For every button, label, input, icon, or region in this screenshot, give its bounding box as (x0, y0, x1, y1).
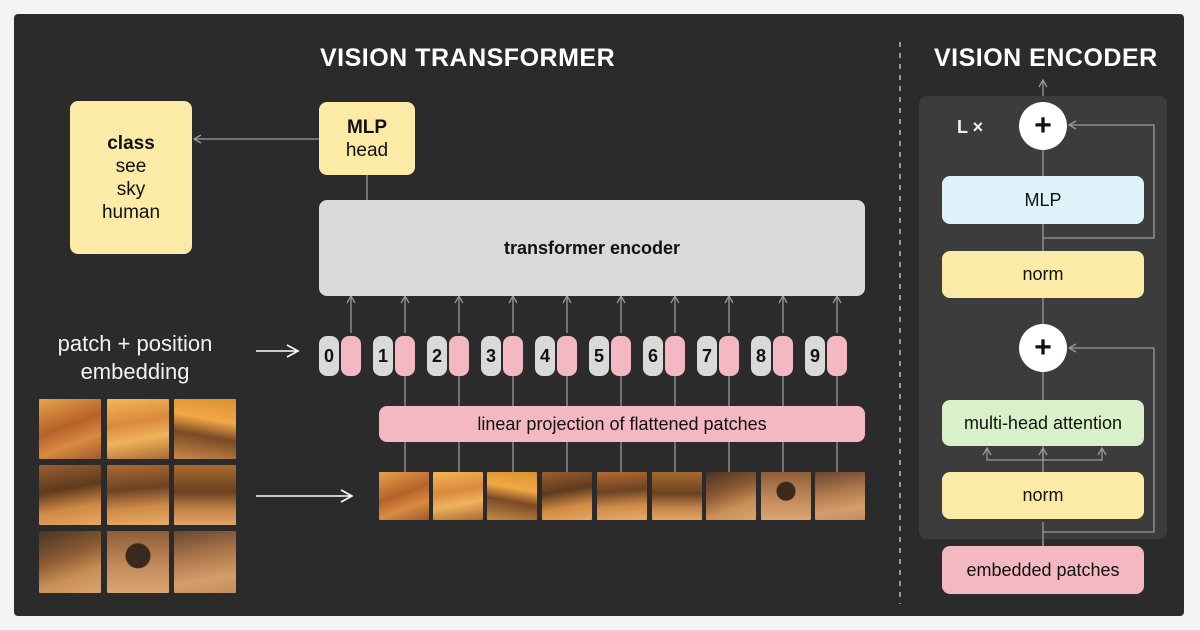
norm-top-box: norm (942, 251, 1144, 298)
mlp-head-box: MLP head (319, 102, 415, 175)
token-position: 6 (643, 336, 663, 376)
image-patch (39, 531, 101, 593)
linear-projection-box: linear projection of flattened patches (379, 406, 865, 442)
patch-to-projection-lines (404, 442, 838, 472)
token-position: 5 (589, 336, 609, 376)
encoder-block-connectors (982, 120, 1155, 546)
image-patch (107, 531, 169, 593)
residual-add-top: + (1019, 102, 1067, 150)
layer-repeat-label: L × (957, 117, 984, 137)
token-embedding (611, 336, 631, 376)
mlp-head-subtitle: head (345, 139, 389, 161)
token-embedding (719, 336, 739, 376)
norm-bottom-box: norm (942, 472, 1144, 519)
class-item: sky (116, 178, 146, 200)
class-item: human (101, 201, 161, 223)
image-patch (542, 472, 592, 520)
token-embedding (773, 336, 793, 376)
embedding-label-line: patch + position (57, 331, 213, 356)
image-patch (652, 472, 702, 520)
class-item: see (115, 155, 147, 177)
image-patch (761, 472, 811, 520)
token-position: 1 (373, 336, 393, 376)
diagram-canvas: VISION TRANSFORMER VISION ENCODER class … (14, 14, 1184, 616)
image-patch (174, 399, 236, 459)
embedding-label-line: embedding (80, 359, 190, 384)
encoder-mlp-box: MLP (942, 176, 1144, 224)
token-position: 3 (481, 336, 501, 376)
class-box: class see sky human (70, 101, 192, 254)
token-embedding (341, 336, 361, 376)
token-embedding (665, 336, 685, 376)
image-patch (379, 472, 429, 520)
image-patch (174, 465, 236, 525)
token-position: 0 (319, 336, 339, 376)
projection-to-token-lines (404, 376, 838, 406)
image-patch (39, 399, 101, 459)
image-patch (39, 465, 101, 525)
image-patch (174, 531, 236, 593)
image-patch (107, 399, 169, 459)
embedding-label: patch + position embedding (38, 330, 232, 386)
embedded-patches-box: embedded patches (942, 546, 1144, 594)
multi-head-attention-box: multi-head attention (942, 400, 1144, 446)
image-patch (815, 472, 865, 520)
image-patch (706, 472, 756, 520)
token-position: 2 (427, 336, 447, 376)
vision-encoder-title: VISION ENCODER (934, 44, 1158, 72)
transformer-encoder-box: transformer encoder (319, 200, 865, 296)
image-patch (433, 472, 483, 520)
image-patch (107, 465, 169, 525)
vision-transformer-title: VISION TRANSFORMER (320, 44, 616, 72)
token-position: 4 (535, 336, 555, 376)
token-embedding (449, 336, 469, 376)
token-to-encoder-arrows (346, 294, 842, 333)
token-embedding (503, 336, 523, 376)
token-position: 7 (697, 336, 717, 376)
token-position: 8 (751, 336, 771, 376)
image-patch (597, 472, 647, 520)
token-embedding (827, 336, 847, 376)
token-embedding (395, 336, 415, 376)
image-patch (487, 472, 537, 520)
residual-add-bottom: + (1019, 324, 1067, 372)
token-embedding (557, 336, 577, 376)
token-position: 9 (805, 336, 825, 376)
class-heading: class (107, 132, 155, 154)
mlp-head-title: MLP (346, 116, 388, 138)
